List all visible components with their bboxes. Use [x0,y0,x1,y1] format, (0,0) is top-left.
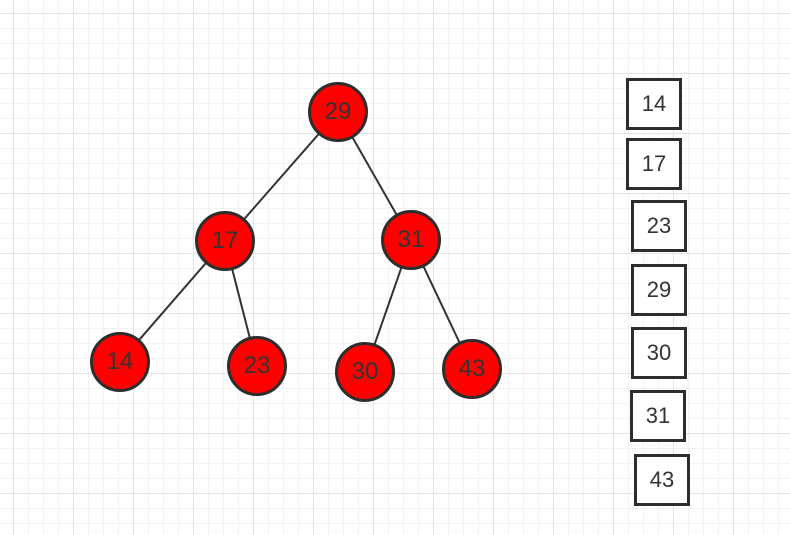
sorted-list-box-23[interactable]: 23 [631,200,687,252]
sorted-list-box-43[interactable]: 43 [634,454,690,506]
tree-node-14[interactable]: 14 [90,332,150,392]
tree-node-31[interactable]: 31 [381,210,441,270]
tree-node-17[interactable]: 17 [195,211,255,271]
sorted-list-box-14[interactable]: 14 [626,78,682,130]
tree-node-43[interactable]: 43 [442,339,502,399]
sorted-list-box-29[interactable]: 29 [631,264,687,316]
sorted-list-box-30[interactable]: 30 [631,327,687,379]
sorted-list-box-17[interactable]: 17 [626,138,682,190]
tree-node-23[interactable]: 23 [227,336,287,396]
sorted-list-box-31[interactable]: 31 [630,390,686,442]
tree-node-29[interactable]: 29 [308,82,368,142]
tree-node-30[interactable]: 30 [335,342,395,402]
